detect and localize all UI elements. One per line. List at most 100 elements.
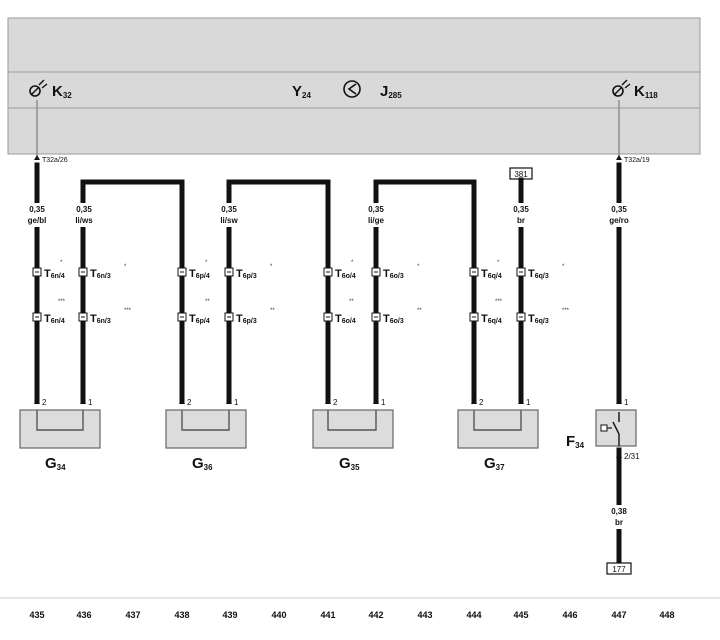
svg-text:2: 2 — [187, 398, 192, 407]
svg-text:T6n/4: T6n/4 — [44, 313, 65, 325]
terminal-left-arrow — [34, 155, 40, 160]
component-g35-label: G35 — [339, 455, 360, 472]
svg-text:437: 437 — [125, 610, 140, 620]
svg-text:**: ** — [349, 299, 354, 305]
terminal-right: T32a/19 — [624, 157, 650, 164]
terminal-left: T32a/26 — [42, 157, 68, 164]
svg-text:T6p/4: T6p/4 — [189, 268, 210, 280]
svg-text:***: *** — [124, 308, 132, 314]
svg-text:*: * — [562, 264, 565, 270]
fuse-bottom-arrow — [616, 452, 622, 458]
svg-text:li/ge: li/ge — [368, 216, 385, 225]
svg-text:1: 1 — [624, 398, 629, 407]
svg-text:435: 435 — [29, 610, 44, 620]
svg-text:444: 444 — [466, 610, 481, 620]
svg-text:***: *** — [58, 299, 66, 305]
svg-text:T6p/3: T6p/3 — [236, 268, 257, 280]
svg-text:br: br — [517, 216, 525, 225]
terminal-right-arrow — [616, 155, 622, 160]
wire-labels: 0,35 ge/bl 0,35 li/ws 0,35 li/sw 0,35 li… — [20, 203, 637, 529]
svg-text:br: br — [615, 518, 623, 527]
svg-text:**: ** — [417, 308, 422, 314]
svg-text:T6q/3: T6q/3 — [528, 313, 549, 325]
svg-text:0,35: 0,35 — [76, 205, 92, 214]
component-g37 — [457, 409, 539, 449]
svg-text:447: 447 — [611, 610, 626, 620]
svg-text:ge/bl: ge/bl — [28, 216, 47, 225]
svg-text:0,35: 0,35 — [611, 205, 627, 214]
svg-text:1: 1 — [526, 398, 531, 407]
fuse-bottom-pin: 2/31 — [624, 452, 640, 461]
svg-text:0,35: 0,35 — [221, 205, 237, 214]
svg-text:*: * — [60, 260, 63, 266]
connectors-row-1: T6n/4 * T6n/3 * T6p/4 * T6p/3 * T6o/4 * … — [32, 260, 565, 280]
fuse-f34 — [595, 409, 637, 447]
svg-text:438: 438 — [174, 610, 189, 620]
svg-text:442: 442 — [368, 610, 383, 620]
svg-text:443: 443 — [417, 610, 432, 620]
k118-label: K118 — [634, 83, 658, 100]
k32-label: K32 — [52, 83, 72, 100]
svg-text:0,38: 0,38 — [611, 507, 627, 516]
svg-text:0,35: 0,35 — [368, 205, 384, 214]
ref-box-bottom-label: 177 — [612, 565, 626, 574]
svg-text:439: 439 — [222, 610, 237, 620]
svg-text:2: 2 — [333, 398, 338, 407]
svg-text:T6q/4: T6q/4 — [481, 313, 502, 325]
svg-text:*: * — [270, 264, 273, 270]
lamp-icon-k32 — [29, 79, 48, 97]
svg-text:T6n/3: T6n/3 — [90, 313, 111, 325]
svg-text:T6n/4: T6n/4 — [44, 268, 65, 280]
svg-text:446: 446 — [562, 610, 577, 620]
j285-label: J285 — [380, 83, 402, 100]
svg-text:T6o/4: T6o/4 — [335, 313, 356, 325]
svg-text:*: * — [205, 260, 208, 266]
svg-text:436: 436 — [76, 610, 91, 620]
fuse-f34-label: F34 — [566, 433, 585, 450]
svg-text:T6o/3: T6o/3 — [383, 313, 404, 325]
svg-text:li/sw: li/sw — [220, 216, 238, 225]
component-g36 — [165, 409, 247, 449]
svg-text:T6q/4: T6q/4 — [481, 268, 502, 280]
svg-text:***: *** — [495, 299, 503, 305]
svg-text:1: 1 — [381, 398, 386, 407]
svg-text:**: ** — [270, 308, 275, 314]
connectors-row-2: T6n/4 *** T6n/3 *** T6p/4 ** T6p/3 ** T6… — [32, 299, 570, 325]
component-g34 — [19, 409, 101, 449]
svg-text:0,35: 0,35 — [29, 205, 45, 214]
svg-text:448: 448 — [659, 610, 674, 620]
component-g34-label: G34 — [45, 455, 66, 472]
svg-text:T6p/3: T6p/3 — [236, 313, 257, 325]
svg-text:1: 1 — [234, 398, 239, 407]
component-pins: 2 1 2 1 2 1 2 1 1 — [34, 398, 629, 407]
lamp-icon-k118 — [612, 79, 631, 97]
y24-label: Y24 — [292, 83, 311, 100]
ref-box-top-label: 381 — [514, 170, 528, 179]
ref-box-bottom — [606, 562, 632, 575]
svg-text:2: 2 — [42, 398, 47, 407]
svg-text:*: * — [417, 264, 420, 270]
svg-text:T6n/3: T6n/3 — [90, 268, 111, 280]
svg-text:1: 1 — [88, 398, 93, 407]
svg-text:T6o/4: T6o/4 — [335, 268, 356, 280]
svg-text:445: 445 — [513, 610, 528, 620]
svg-text:T6o/3: T6o/3 — [383, 268, 404, 280]
wire-loop-g36 — [226, 179, 331, 403]
wire-loop-g35 — [373, 179, 477, 403]
svg-text:441: 441 — [320, 610, 335, 620]
svg-text:T6p/4: T6p/4 — [189, 313, 210, 325]
svg-text:*: * — [351, 260, 354, 266]
svg-text:*: * — [497, 260, 500, 266]
svg-text:***: *** — [562, 308, 570, 314]
svg-text:**: ** — [205, 299, 210, 305]
column-numbers: 435 436 437 438 439 440 441 442 443 444 … — [29, 610, 674, 620]
svg-text:2: 2 — [479, 398, 484, 407]
component-g37-label: G37 — [484, 455, 505, 472]
svg-text:ge/ro: ge/ro — [609, 216, 629, 225]
svg-text:li/ws: li/ws — [75, 216, 93, 225]
svg-text:0,35: 0,35 — [513, 205, 529, 214]
svg-text:T6q/3: T6q/3 — [528, 268, 549, 280]
svg-text:*: * — [124, 264, 127, 270]
